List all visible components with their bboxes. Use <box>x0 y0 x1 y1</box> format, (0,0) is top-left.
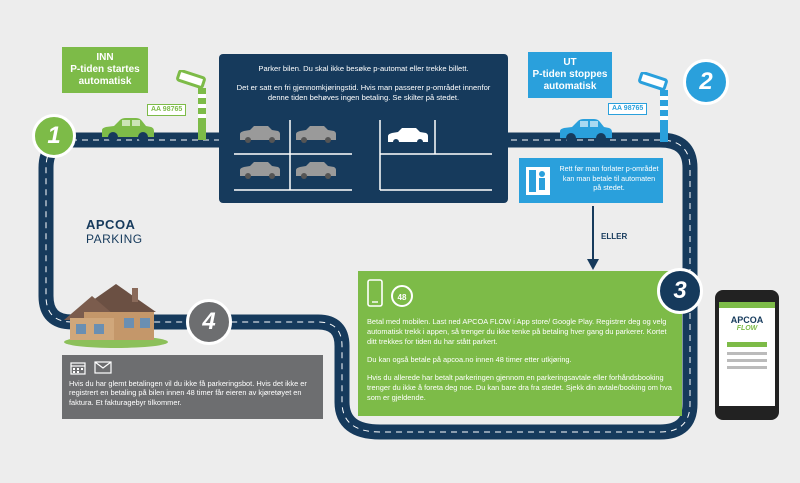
entry-camera-icon <box>176 70 206 140</box>
mobile-text-2: Du kan også betale på apcoa.no innen 48 … <box>367 355 572 364</box>
step-3-badge: 3 <box>657 268 703 314</box>
phone-app-row <box>727 359 767 362</box>
exit-label-box: UT P-tiden stoppes automatisk <box>528 52 612 98</box>
house-icon <box>64 284 168 348</box>
phone-app-row <box>727 352 767 355</box>
invoice-panel: Hvis du har glemt betalingen vil du ikke… <box>62 355 323 419</box>
exit-plate: AA 98765 <box>608 103 648 115</box>
step-4-badge: 4 <box>186 299 232 345</box>
entry-label-box: INN P-tiden startes automatisk <box>62 47 148 93</box>
entry-plate: AA 98765 <box>147 104 187 116</box>
mobile-payment-panel: 48 Betal med mobilen. Last ned APCOA FLO… <box>358 271 682 416</box>
step-2-badge: 2 <box>683 59 729 105</box>
entry-label-line2: P-tiden startes <box>70 64 140 75</box>
mobile-text: Betal med mobilen. Last ned APCOA FLOW i… <box>367 317 677 411</box>
car-icon-blue <box>560 119 612 143</box>
apcoa-logo-line2: PARKING <box>86 232 143 246</box>
phone-brand-line2: FLOW <box>736 325 758 332</box>
parking-text-2: Det er satt en fri gjennomkjøringstid. H… <box>236 83 491 102</box>
invoice-text: Hvis du har glemt betalingen vil du ikke… <box>69 379 307 407</box>
car-icon-green <box>102 118 154 142</box>
apcoa-logo-line1: APCOA <box>86 217 136 232</box>
phone-status-bar <box>719 302 775 308</box>
phone-mockup: APCOA FLOW <box>715 290 779 420</box>
arrow-down <box>592 206 594 264</box>
kiosk-text: Rett før man forlater p-området kan man … <box>559 164 659 192</box>
entry-label-line3: automatisk <box>78 76 132 87</box>
parking-text-1: Parker bilen. Du skal ikke besøke p-auto… <box>258 64 469 73</box>
envelope-icon <box>94 361 112 374</box>
kiosk-panel: Rett før man forlater p-området kan man … <box>519 158 663 203</box>
entry-label-line1: INN <box>96 52 114 63</box>
step-1-badge: 1 <box>32 114 76 158</box>
phone-screen: APCOA FLOW <box>719 302 775 406</box>
exit-label-line3: automatisk <box>543 81 597 92</box>
phone-app-row <box>727 366 767 369</box>
or-label: ELLER <box>601 232 628 241</box>
parking-spaces-graphic <box>234 120 492 191</box>
apcoa-logo: APCOA PARKING <box>86 217 143 246</box>
mobile-text-1: Betal med mobilen. Last ned APCOA FLOW i… <box>367 317 667 346</box>
phone-brand-line1: APCOA <box>730 315 764 325</box>
exit-camera-icon <box>638 72 668 142</box>
exit-label-line2: P-tiden stoppes <box>532 69 608 80</box>
mobile-phone-icon <box>367 279 383 307</box>
phone-app-button <box>727 342 767 347</box>
arrow-head-icon <box>587 259 599 270</box>
mobile-text-3: Hvis du allerede har betalt parkeringen … <box>367 373 672 402</box>
calendar-icon <box>70 362 86 375</box>
exit-label-line1: UT <box>563 57 577 68</box>
pay-machine-icon <box>526 167 550 195</box>
phone-brand: APCOA FLOW <box>719 315 775 333</box>
hours-48-icon: 48 <box>391 285 413 307</box>
